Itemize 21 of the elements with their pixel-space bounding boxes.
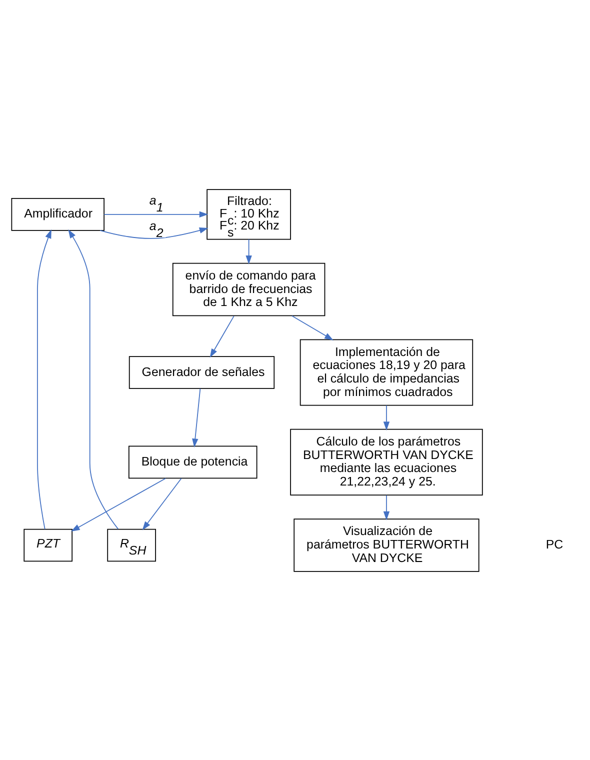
node-box: Implementación de ecuaciones 18,19 y 20 para el cálculo de impedancias por mínimos cuadrados <box>300 338 474 406</box>
arrow <box>104 210 208 218</box>
node-box: Generador de señales <box>128 356 275 388</box>
arrow <box>142 477 182 530</box>
node-box: PZT <box>24 528 73 562</box>
arrow <box>292 314 334 340</box>
arrow <box>68 228 119 530</box>
label: PC <box>546 537 564 552</box>
arrow <box>383 404 390 430</box>
arrow <box>383 494 390 520</box>
node-box: Bloque de potencia <box>128 445 258 478</box>
node-box: Amplificador <box>11 198 104 230</box>
arrow <box>246 238 252 264</box>
arrow <box>100 226 208 238</box>
arrow <box>192 388 201 448</box>
node-box: Visualización de parámetros BUTTERWORTH VAN DYCKE <box>294 518 480 572</box>
node-box: Cálculo de los parámetros BUTTERWORTH VAN DYCKE mediante las ecuaciones 21,22,23,24 y 25. <box>290 428 483 496</box>
node-box: envío de comando para barrido de frecuencias de 1 Khz a 5 Khz <box>172 262 326 316</box>
arrow <box>37 228 52 530</box>
arrow <box>70 477 166 532</box>
arrow <box>210 315 234 358</box>
